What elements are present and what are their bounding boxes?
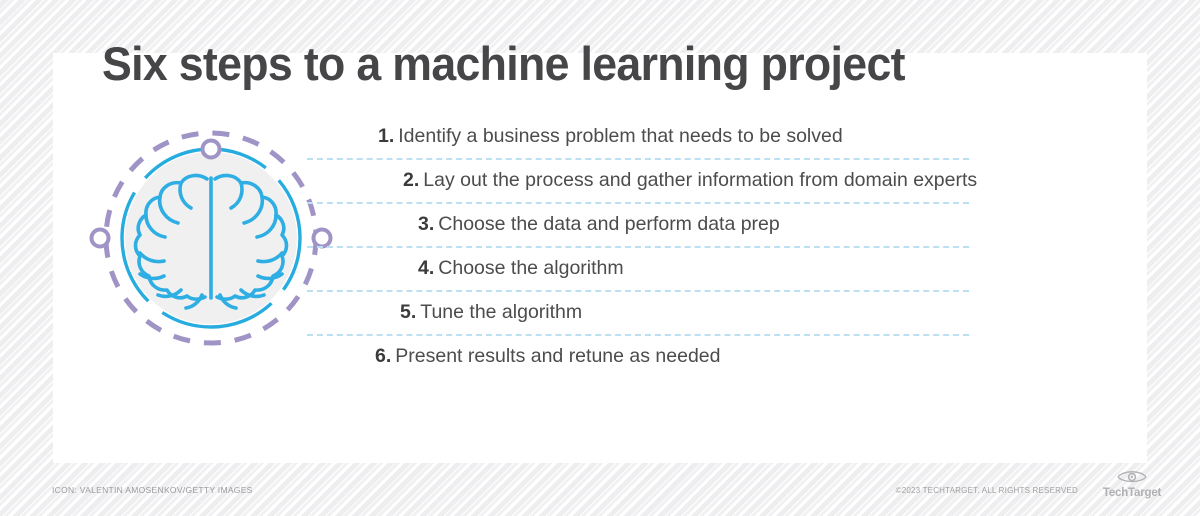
- page-title: Six steps to a machine learning project: [102, 37, 905, 90]
- node-top: [200, 138, 222, 160]
- step-label: Lay out the process and gather informati…: [423, 169, 978, 192]
- step-number: 4.: [418, 257, 435, 280]
- brain-glyph: [133, 173, 289, 310]
- step-label: Choose the data and perform data prep: [438, 213, 780, 236]
- step-label: Identify a business problem that needs t…: [398, 125, 843, 148]
- steps-list: 1.Identify a business problem that needs…: [307, 116, 987, 378]
- list-item: 1.Identify a business problem that needs…: [307, 116, 987, 158]
- step-separator: [307, 334, 969, 336]
- step-number: 1.: [378, 125, 395, 148]
- techtarget-wordmark: TechTarget: [1102, 487, 1162, 499]
- eye-icon: [1116, 468, 1148, 490]
- step-separator: [307, 158, 969, 160]
- techtarget-logo: TechTarget: [1094, 467, 1170, 503]
- step-separator: [307, 246, 969, 248]
- step-label: Tune the algorithm: [420, 301, 583, 324]
- list-item: 3.Choose the data and perform data prep: [307, 204, 987, 246]
- step-number: 6.: [375, 345, 392, 368]
- list-item: 2.Lay out the process and gather informa…: [307, 160, 987, 202]
- step-separator: [307, 202, 969, 204]
- list-item: 4.Choose the algorithm: [307, 248, 987, 290]
- brain-network-icon: [85, 122, 337, 354]
- step-number: 5.: [400, 301, 417, 324]
- step-separator: [307, 290, 969, 292]
- node-left: [89, 227, 111, 249]
- step-label: Present results and retune as needed: [395, 345, 721, 368]
- step-label: Choose the algorithm: [438, 257, 624, 280]
- copyright-notice: ©2023 TECHTARGET. ALL RIGHTS RESERVED: [895, 486, 1078, 495]
- step-number: 2.: [403, 169, 420, 192]
- list-item: 6.Present results and retune as needed: [307, 336, 987, 378]
- list-item: 5.Tune the algorithm: [307, 292, 987, 334]
- step-number: 3.: [418, 213, 435, 236]
- image-credit: ICON: VALENTIN AMOSENKOV/GETTY IMAGES: [52, 485, 253, 495]
